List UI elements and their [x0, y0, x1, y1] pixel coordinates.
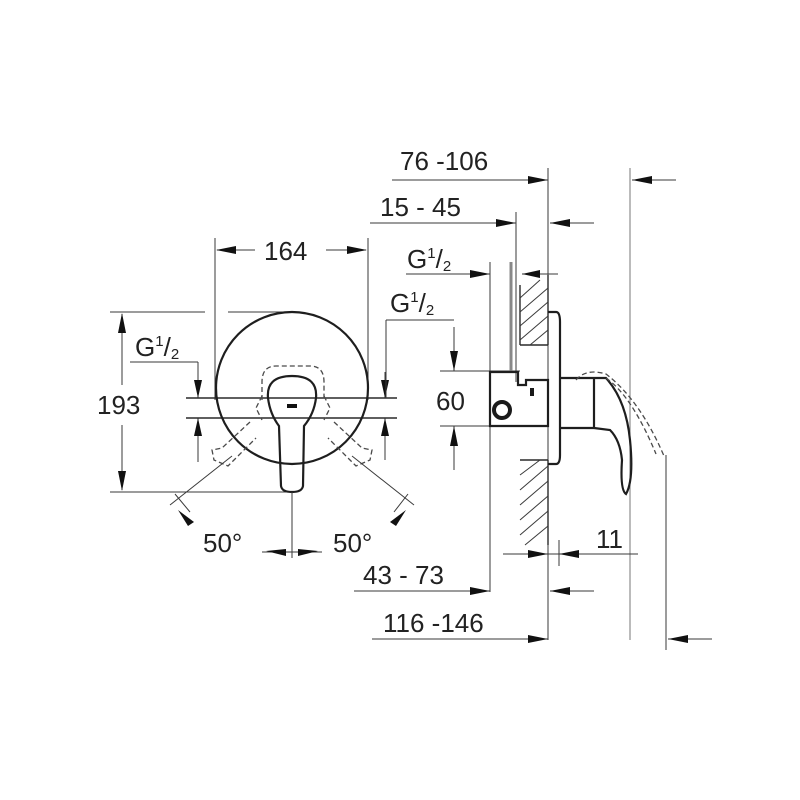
valve-body	[488, 370, 550, 428]
thread-label-left: G1/2	[135, 332, 179, 363]
thread-label-top: G1/2	[407, 244, 451, 275]
height-dimension-label: 193	[97, 390, 140, 420]
body-depth-label: 43 - 73	[363, 560, 444, 590]
width-dimension-label: 164	[264, 236, 307, 266]
escutcheon-thickness-label: 11	[596, 524, 623, 554]
lever-side	[593, 376, 633, 496]
angle-right-label: 50°	[333, 528, 372, 558]
depth-total-label: 76 -106	[400, 146, 488, 176]
thread-label-mid: G1/2	[390, 288, 434, 319]
overall-depth-label: 116 -146	[383, 608, 484, 638]
connection-spacing-label: 60	[436, 386, 465, 416]
escutcheon	[214, 310, 370, 466]
depth-wall-label: 15 - 45	[380, 192, 461, 222]
escutcheon-side	[548, 310, 562, 466]
front-view: 164 193 G1/2	[97, 236, 415, 558]
lever-handle	[266, 374, 318, 494]
angle-left-label: 50°	[203, 528, 242, 558]
side-view: 76 -106 15 - 45 G1/2 G1/2	[354, 146, 712, 650]
wall-section-top	[519, 275, 549, 346]
wall-section-bottom	[519, 459, 549, 546]
